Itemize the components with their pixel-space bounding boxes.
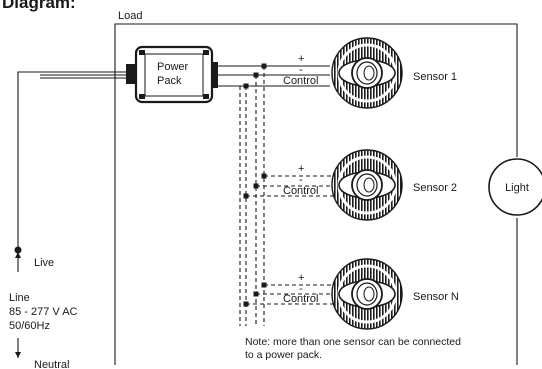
sensorN-minus-label: - <box>299 283 303 295</box>
junction-dot <box>261 282 267 288</box>
sensor1-minus-label: - <box>299 64 303 76</box>
load-label: Load <box>118 10 142 22</box>
sensor-1-label: Sensor 1 <box>413 71 457 83</box>
junction-dot <box>243 83 249 89</box>
frequency-label: 50/60Hz <box>9 320 50 332</box>
junction-dot <box>261 63 267 69</box>
power-pack: Power Pack <box>126 45 218 104</box>
sensor-2 <box>330 148 404 222</box>
sensor2-minus-label: - <box>299 174 303 186</box>
junction-dot <box>253 291 259 297</box>
sensor-n <box>330 257 404 331</box>
note-line-1: Note: more than one sensor can be connec… <box>245 336 461 348</box>
light-circle <box>488 158 542 216</box>
live-wire <box>17 71 133 250</box>
junction-dot <box>253 72 259 78</box>
line-label: Line <box>9 292 30 304</box>
note-line-2: to a power pack. <box>245 349 322 361</box>
light-label: Light <box>505 182 529 194</box>
live-terminal <box>14 246 22 254</box>
neutral-arrow-head <box>15 352 21 358</box>
sensor-2-label: Sensor 2 <box>413 182 457 194</box>
live-label: Live <box>34 257 54 269</box>
sensor1-plus-label: + <box>298 53 304 65</box>
sensor-1 <box>330 36 404 110</box>
power-pack-label-1: Power <box>157 61 189 73</box>
voltage-label: 85 - 277 V AC <box>9 306 78 318</box>
load-frame <box>114 23 518 365</box>
sensor-n-label: Sensor N <box>413 291 459 303</box>
junction-dot <box>261 173 267 179</box>
sensor2-plus-label: + <box>298 163 304 175</box>
neutral-label: Neutral <box>34 359 69 369</box>
power-pack-label-2: Pack <box>157 75 182 87</box>
sensor1-control-label: Control <box>283 75 318 87</box>
junction-dot <box>243 301 249 307</box>
junction-dot <box>253 183 259 189</box>
sensor2-control-label: Control <box>283 185 318 197</box>
sensorN-control-label: Control <box>283 293 318 305</box>
junction-dot <box>243 193 249 199</box>
diagram-heading: Diagram: <box>2 0 76 12</box>
sensorN-plus-label: + <box>298 272 304 284</box>
live-arrow-head <box>15 252 21 258</box>
